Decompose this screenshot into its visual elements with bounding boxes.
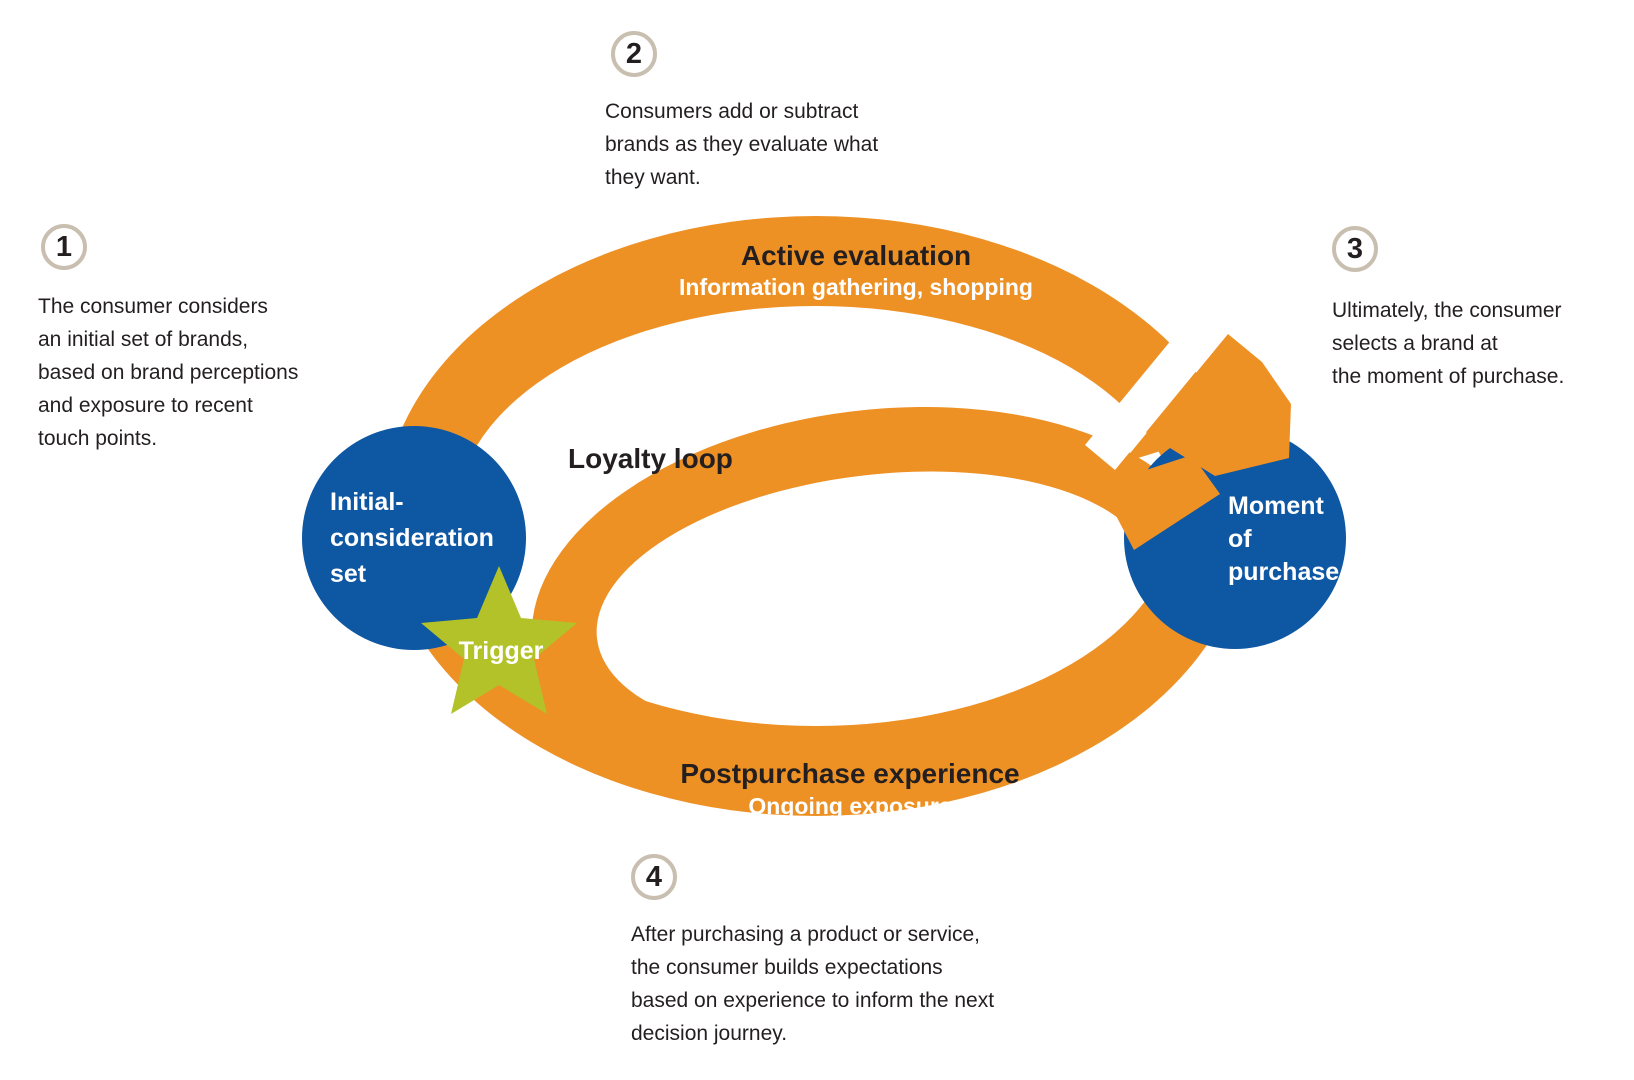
step-3-number: 3 (1346, 232, 1364, 265)
step-2-number: 2 (625, 37, 643, 70)
loyalty-loop-ring (531, 406, 1219, 804)
annotation-1-text: The consumer considers an initial set of… (38, 295, 299, 450)
annotation-4-text: After purchasing a product or service, t… (631, 923, 995, 1045)
step-1-number: 1 (55, 230, 73, 263)
annotation-2-text: Consumers add or subtract brands as they… (605, 100, 879, 189)
step-1-badge: 1 (41, 224, 87, 270)
trigger-label: Trigger (458, 637, 544, 665)
initial-consideration-circle (302, 426, 526, 650)
active-evaluation-title: Active evaluation (740, 240, 972, 271)
postpurchase-subtitle: Ongoing exposure (748, 793, 952, 819)
loyalty-loop-arrowhead (1100, 455, 1220, 550)
step-2-badge: 2 (611, 31, 657, 77)
postpurchase-title: Postpurchase experience (680, 758, 1020, 789)
active-evaluation-arrowhead (1122, 334, 1291, 476)
active-evaluation-label: Active evaluation Information gathering,… (556, 240, 1156, 301)
trigger-star (421, 566, 577, 714)
moment-of-purchase-label: Moment of purchase (1228, 492, 1340, 586)
step-4-badge: 4 (631, 854, 677, 900)
active-evaluation-subtitle: Information gathering, shopping (679, 274, 1033, 300)
arrow-gap-top (1085, 305, 1230, 470)
step-4-number: 4 (645, 860, 663, 893)
annotation-3-text: Ultimately, the consumer selects a brand… (1332, 299, 1565, 388)
initial-consideration-label: Initial- consideration set (330, 488, 494, 588)
postpurchase-label: Postpurchase experience Ongoing exposure (550, 758, 1150, 820)
step-3-badge: 3 (1332, 226, 1378, 272)
loyalty-loop-label: Loyalty loop (568, 443, 733, 474)
